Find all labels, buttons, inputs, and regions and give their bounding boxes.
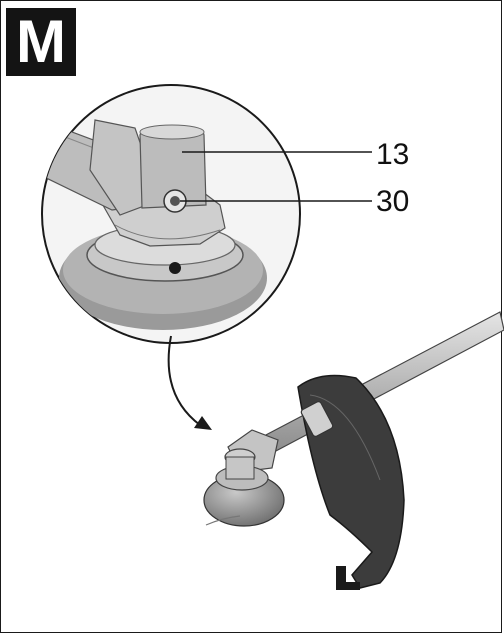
shaft-clamp bbox=[300, 401, 334, 437]
detail-arrow bbox=[167, 335, 212, 430]
guard-blade bbox=[336, 566, 360, 590]
trimmer-overview bbox=[203, 311, 504, 590]
figure-badge: M bbox=[6, 8, 76, 76]
callout-30-label: 30 bbox=[376, 185, 410, 218]
callout-13-label: 13 bbox=[376, 138, 410, 171]
detail-zoom-circle bbox=[41, 84, 301, 344]
cutting-line bbox=[205, 515, 241, 526]
